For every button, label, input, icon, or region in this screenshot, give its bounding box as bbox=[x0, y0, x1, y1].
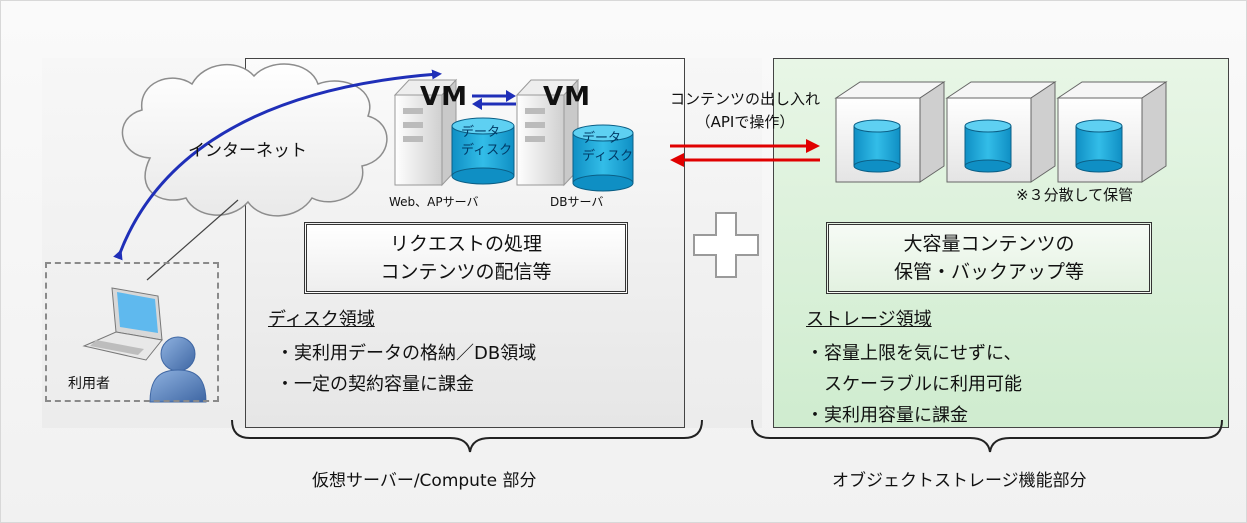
storage-section-label: オブジェクトストレージ機能部分 bbox=[832, 471, 1087, 491]
data-disk-label-db: データ ディスク bbox=[582, 130, 633, 166]
disk-area-heading: ディスク領域 bbox=[268, 309, 375, 330]
storage-area-heading: ストレージ領域 bbox=[806, 309, 932, 330]
disk-label-line: ディスク bbox=[461, 143, 513, 158]
server-sync-arrows bbox=[472, 90, 516, 110]
db-server-icon bbox=[515, 78, 580, 187]
transfer-label-line: （APIで操作） bbox=[695, 113, 795, 131]
vm-label-db: VM bbox=[543, 82, 591, 112]
user-area bbox=[45, 262, 219, 402]
transfer-label-line: コンテンツの出し入れ bbox=[669, 90, 820, 108]
storage-function-line: 大容量コンテンツの bbox=[903, 233, 1075, 255]
db-server-caption: DBサーバ bbox=[550, 195, 604, 209]
disk-label-line: データ bbox=[582, 131, 622, 146]
storage-area-bullet: スケーラブルに利用可能 bbox=[824, 374, 1022, 395]
storage-area-bullet: ・容量上限を気にせずに、 bbox=[806, 343, 1022, 364]
storage-brace bbox=[751, 419, 1223, 453]
storage-node-icon-3 bbox=[1056, 81, 1168, 183]
compute-section-label: 仮想サーバー/Compute 部分 bbox=[312, 471, 537, 491]
storage-function-line: 保管・バックアップ等 bbox=[893, 261, 1084, 283]
internet-label: インターネット bbox=[188, 141, 307, 161]
distribution-note: ※３分散して保管 bbox=[1016, 186, 1134, 204]
storage-node-icon-2 bbox=[945, 81, 1057, 183]
plus-icon bbox=[693, 212, 759, 278]
compute-function-line: リクエストの処理 bbox=[389, 233, 542, 255]
storage-area-bullet: ・実利用容量に課金 bbox=[806, 405, 968, 426]
disk-label-line: データ bbox=[461, 125, 501, 140]
user-label: 利用者 bbox=[68, 376, 110, 392]
vm-label-web: VM bbox=[420, 82, 468, 112]
storage-function-box: 大容量コンテンツの 保管・バックアップ等 bbox=[826, 222, 1152, 294]
disk-area-bullet: ・一定の契約容量に課金 bbox=[276, 374, 474, 395]
storage-node-icon-1 bbox=[834, 81, 946, 183]
user-access-arrow bbox=[113, 69, 442, 261]
data-disk-icon-web bbox=[451, 117, 515, 185]
laptop-icon bbox=[82, 287, 163, 361]
disk-area-bullet: ・実利用データの格納／DB領域 bbox=[276, 343, 537, 364]
compute-brace bbox=[231, 419, 703, 453]
transfer-arrows bbox=[670, 139, 820, 167]
web-server-caption: Web、APサーバ bbox=[389, 195, 479, 209]
user-person-icon bbox=[149, 336, 207, 403]
compute-function-box: リクエストの処理 コンテンツの配信等 bbox=[304, 222, 628, 294]
data-disk-label-web: データ ディスク bbox=[461, 124, 512, 160]
disk-label-line: ディスク bbox=[582, 149, 634, 164]
transfer-label: コンテンツの出し入れ （APIで操作） bbox=[635, 88, 855, 134]
data-disk-icon-db bbox=[572, 124, 634, 192]
compute-function-line: コンテンツの配信等 bbox=[380, 261, 552, 283]
